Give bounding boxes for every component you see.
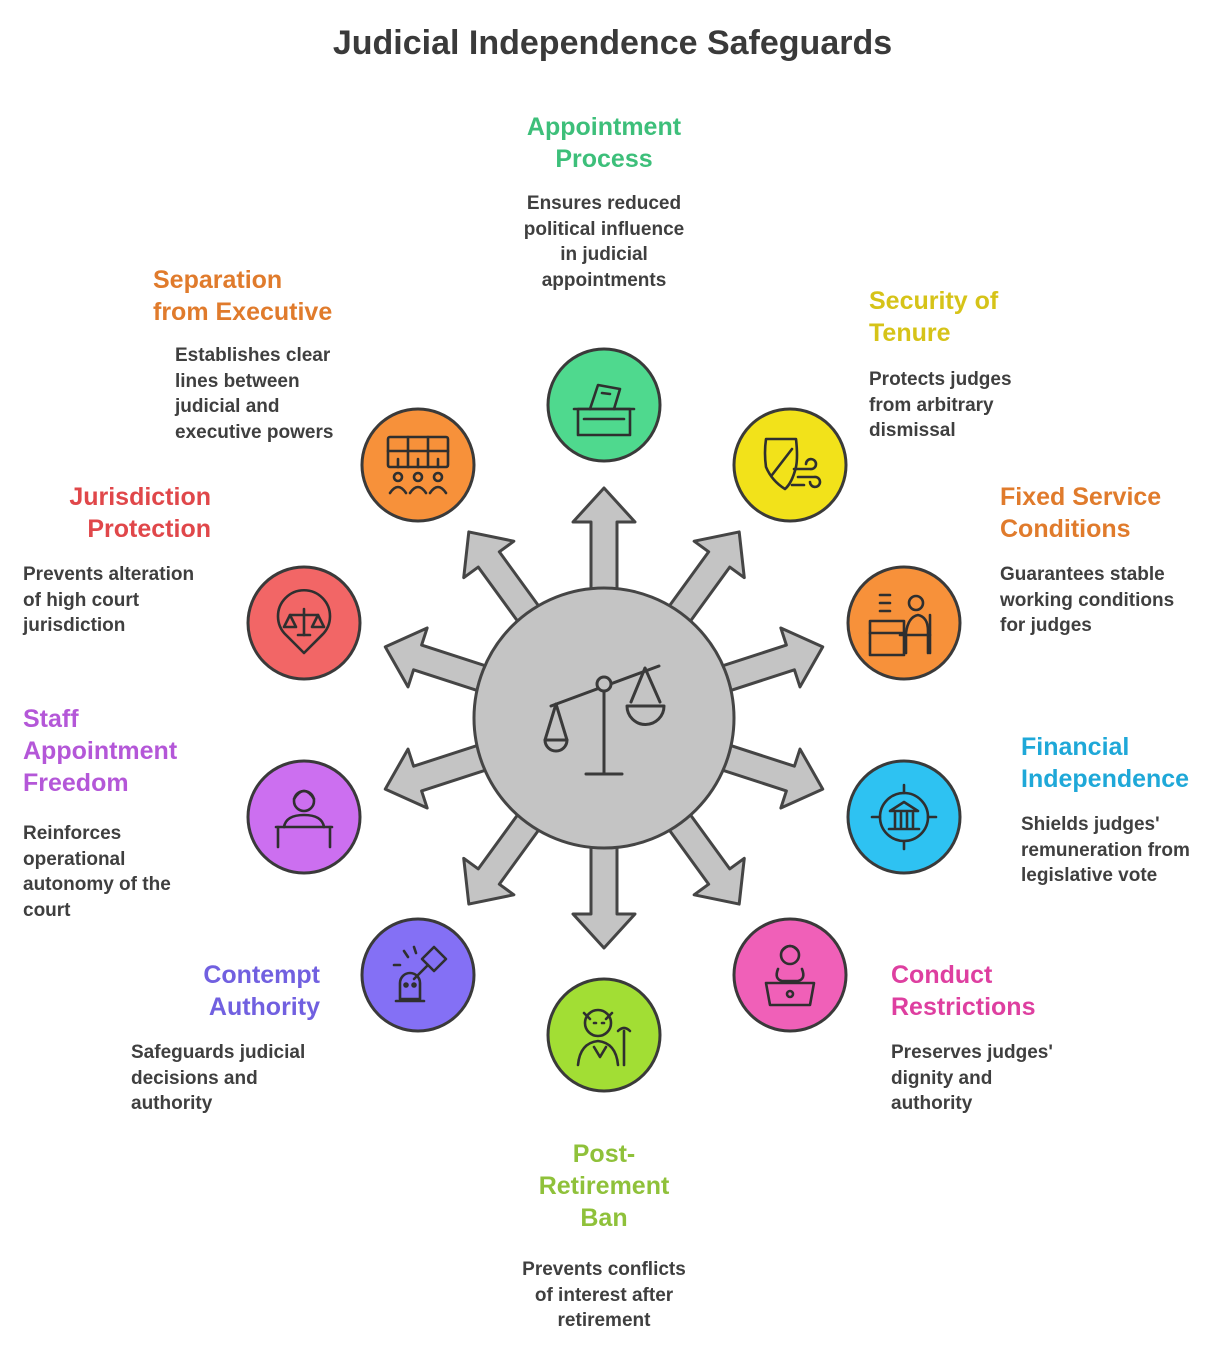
org-structure-icon [386,435,450,495]
gavel-icon [392,945,448,1003]
node-appointment [546,347,662,463]
ballot-box-icon [572,383,636,437]
node-circle-appointment [546,347,662,463]
node-staff [246,759,362,875]
node-jurisdiction [246,565,362,681]
shield-wind-icon [763,437,822,491]
node-circle-staff [246,759,362,875]
elderly-person-icon [576,1008,632,1067]
node-tenure [732,407,848,523]
node-retirement [546,977,662,1093]
bank-target-icon [870,783,938,851]
node-financial [846,759,962,875]
scales-of-justice-icon [543,664,666,776]
page-title: Judicial Independence Safeguards [332,24,893,62]
scales-pin-icon [276,588,332,655]
node-conduct [732,917,848,1033]
judge-podium-icon [764,944,816,1007]
node-circle-tenure [732,407,848,523]
central-hub [472,586,736,850]
node-circle-financial [846,759,962,875]
node-circle-conduct [732,917,848,1033]
node-contempt [360,917,476,1033]
node-separation [360,407,476,523]
desk-worker-icon [868,593,932,657]
node-service [846,565,962,681]
receptionist-icon [274,789,334,849]
